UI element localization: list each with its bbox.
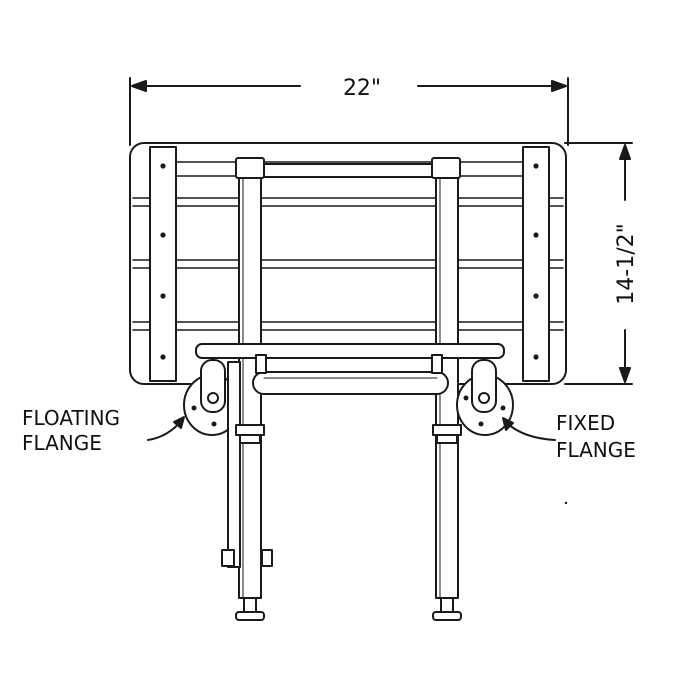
floating-flange-label-line2: FLANGE — [22, 431, 102, 455]
grab-handle — [252, 371, 449, 395]
floating-flange-leader — [147, 416, 185, 441]
floating-flange-label-line1: FLOATING — [22, 406, 120, 430]
fixed-flange-label-line1: FIXED — [556, 411, 615, 435]
left-top-joint — [235, 157, 265, 179]
feet — [235, 597, 462, 621]
frame — [235, 157, 461, 599]
top-cross-bar — [257, 163, 439, 178]
fixed-flange-arm — [471, 359, 497, 413]
floating-flange-arm — [200, 359, 226, 413]
front-handle — [195, 343, 505, 395]
lower-rail — [195, 343, 505, 359]
fixed-flange — [432, 359, 514, 444]
right-support-bar — [522, 146, 550, 382]
width-dimension: 22" — [129, 76, 569, 146]
support-bar-screws — [160, 163, 539, 360]
width-arrow-left — [131, 80, 147, 92]
depth-arrow-top — [619, 144, 631, 160]
width-label: 22" — [343, 76, 381, 101]
depth-label: 14-1/2" — [614, 223, 639, 304]
floating-flange — [183, 359, 273, 568]
sliding-plate — [227, 361, 241, 568]
fixed-flange-label-line2: FLANGE — [556, 438, 636, 462]
right-foot — [432, 611, 462, 621]
stray-mark — [564, 501, 568, 505]
fixed-flange-leader — [502, 417, 556, 441]
depth-dimension: 14-1/2" — [564, 142, 639, 385]
left-foot — [235, 611, 265, 621]
right-leg-collar — [432, 424, 462, 436]
depth-arrow-bottom — [619, 367, 631, 383]
left-leg-collar — [235, 424, 265, 436]
width-arrow-right — [551, 80, 567, 92]
right-top-joint — [431, 157, 461, 179]
left-support-bar — [149, 146, 177, 382]
